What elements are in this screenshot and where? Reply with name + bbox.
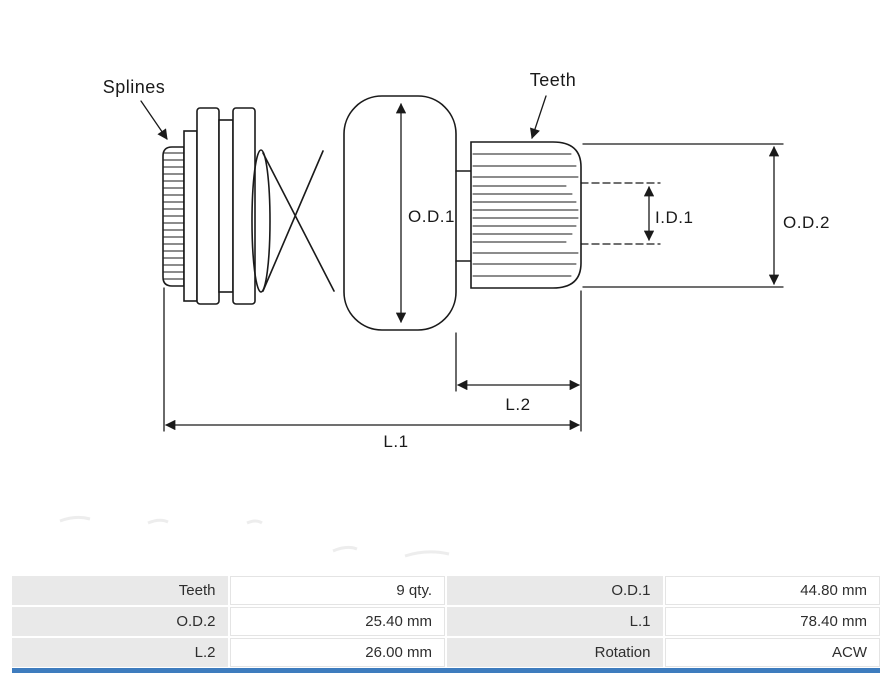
spec-label-od2: O.D.2 bbox=[12, 607, 228, 636]
id1-label: I.D.1 bbox=[655, 208, 693, 227]
od2-label: O.D.2 bbox=[783, 213, 830, 232]
teeth-callout: Teeth bbox=[530, 70, 577, 139]
spec-value-teeth: 9 qty. bbox=[229, 576, 445, 605]
pinion-gear bbox=[470, 141, 582, 289]
spec-label-rotation: Rotation bbox=[447, 638, 663, 667]
od1-label: O.D.1 bbox=[408, 207, 455, 226]
spec-label-l1: L.1 bbox=[447, 607, 663, 636]
l2-dimension: L.2 bbox=[455, 290, 582, 432]
spec-table: Teeth 9 qty. O.D.1 44.80 mm O.D.2 25.40 … bbox=[12, 576, 880, 667]
id1-dimension: I.D.1 bbox=[580, 182, 693, 245]
teeth-label: Teeth bbox=[530, 70, 577, 90]
spline-shaft bbox=[162, 146, 185, 287]
table-accent-bar bbox=[12, 668, 880, 673]
watermark-artifact bbox=[59, 515, 450, 558]
l1-label: L.1 bbox=[383, 432, 408, 451]
spec-label-l2: L.2 bbox=[12, 638, 228, 667]
spring bbox=[251, 149, 335, 293]
pinion-shoulder bbox=[455, 170, 473, 262]
spec-value-l2: 26.00 mm bbox=[229, 638, 445, 667]
od2-dimension: O.D.2 bbox=[582, 143, 830, 288]
spec-value-od2: 25.40 mm bbox=[229, 607, 445, 636]
od1-dimension: O.D.1 bbox=[395, 102, 455, 324]
l1-dimension: L.1 bbox=[163, 287, 581, 451]
splines-callout: Splines bbox=[103, 77, 168, 140]
spec-value-l1: 78.40 mm bbox=[664, 607, 880, 636]
spec-value-od1: 44.80 mm bbox=[664, 576, 880, 605]
starter-drive-technical-drawing: O.D.1 I.D.1 O.D.2 L.2 bbox=[59, 70, 830, 558]
drive-collar bbox=[183, 107, 256, 305]
l2-label: L.2 bbox=[505, 395, 530, 414]
spec-label-teeth: Teeth bbox=[12, 576, 228, 605]
splines-label: Splines bbox=[103, 77, 166, 97]
spec-label-od1: O.D.1 bbox=[447, 576, 663, 605]
spec-value-rotation: ACW bbox=[664, 638, 880, 667]
